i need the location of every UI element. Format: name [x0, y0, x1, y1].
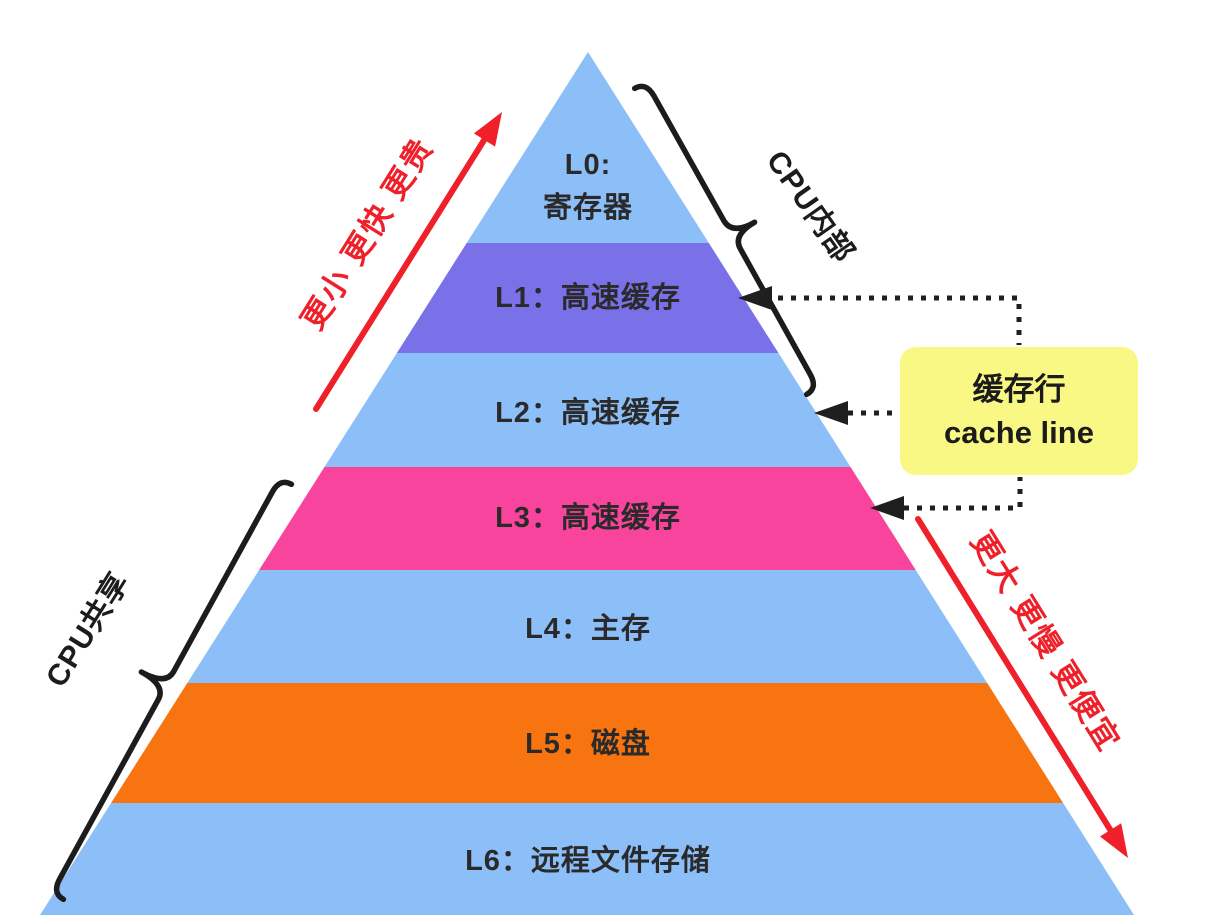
cache-line-label-zh: 缓存行 [972, 372, 1066, 407]
cpu-shared-label: CPU共享 [39, 566, 136, 694]
cache-line-connector-l3 [870, 477, 1023, 520]
speed-arrow-up-head [473, 112, 502, 147]
pyramid-level-l4-label: L4：主存 [525, 613, 651, 645]
pyramid-level-l5-label: L5：磁盘 [525, 728, 651, 760]
cpu-internal-label: CPU内部 [759, 144, 861, 270]
l0-label-line1: L0: [564, 149, 612, 181]
cache-line-label-en: cache line [944, 415, 1094, 450]
l0-label-line2: 寄存器 [542, 192, 634, 224]
pyramid-level-l1-label: L1：高速缓存 [495, 282, 681, 314]
cache-line-connector-l2 [814, 401, 902, 425]
pyramid-level-l0-label: L0: 寄存器 [543, 144, 633, 230]
capacity-arrow-down-head [1100, 823, 1128, 858]
smaller-faster-pricier-label: 更小 更快 更贵 [294, 131, 441, 336]
cache-line-connector-l1 [738, 286, 1022, 345]
pyramid-level-l6-label: L6：远程文件存储 [465, 845, 711, 877]
pyramid-level-l3-label: L3：高速缓存 [495, 502, 681, 534]
pyramid-level-l2-label: L2：高速缓存 [495, 397, 681, 429]
cache-line-callout: 缓存行 cache line [900, 347, 1138, 475]
